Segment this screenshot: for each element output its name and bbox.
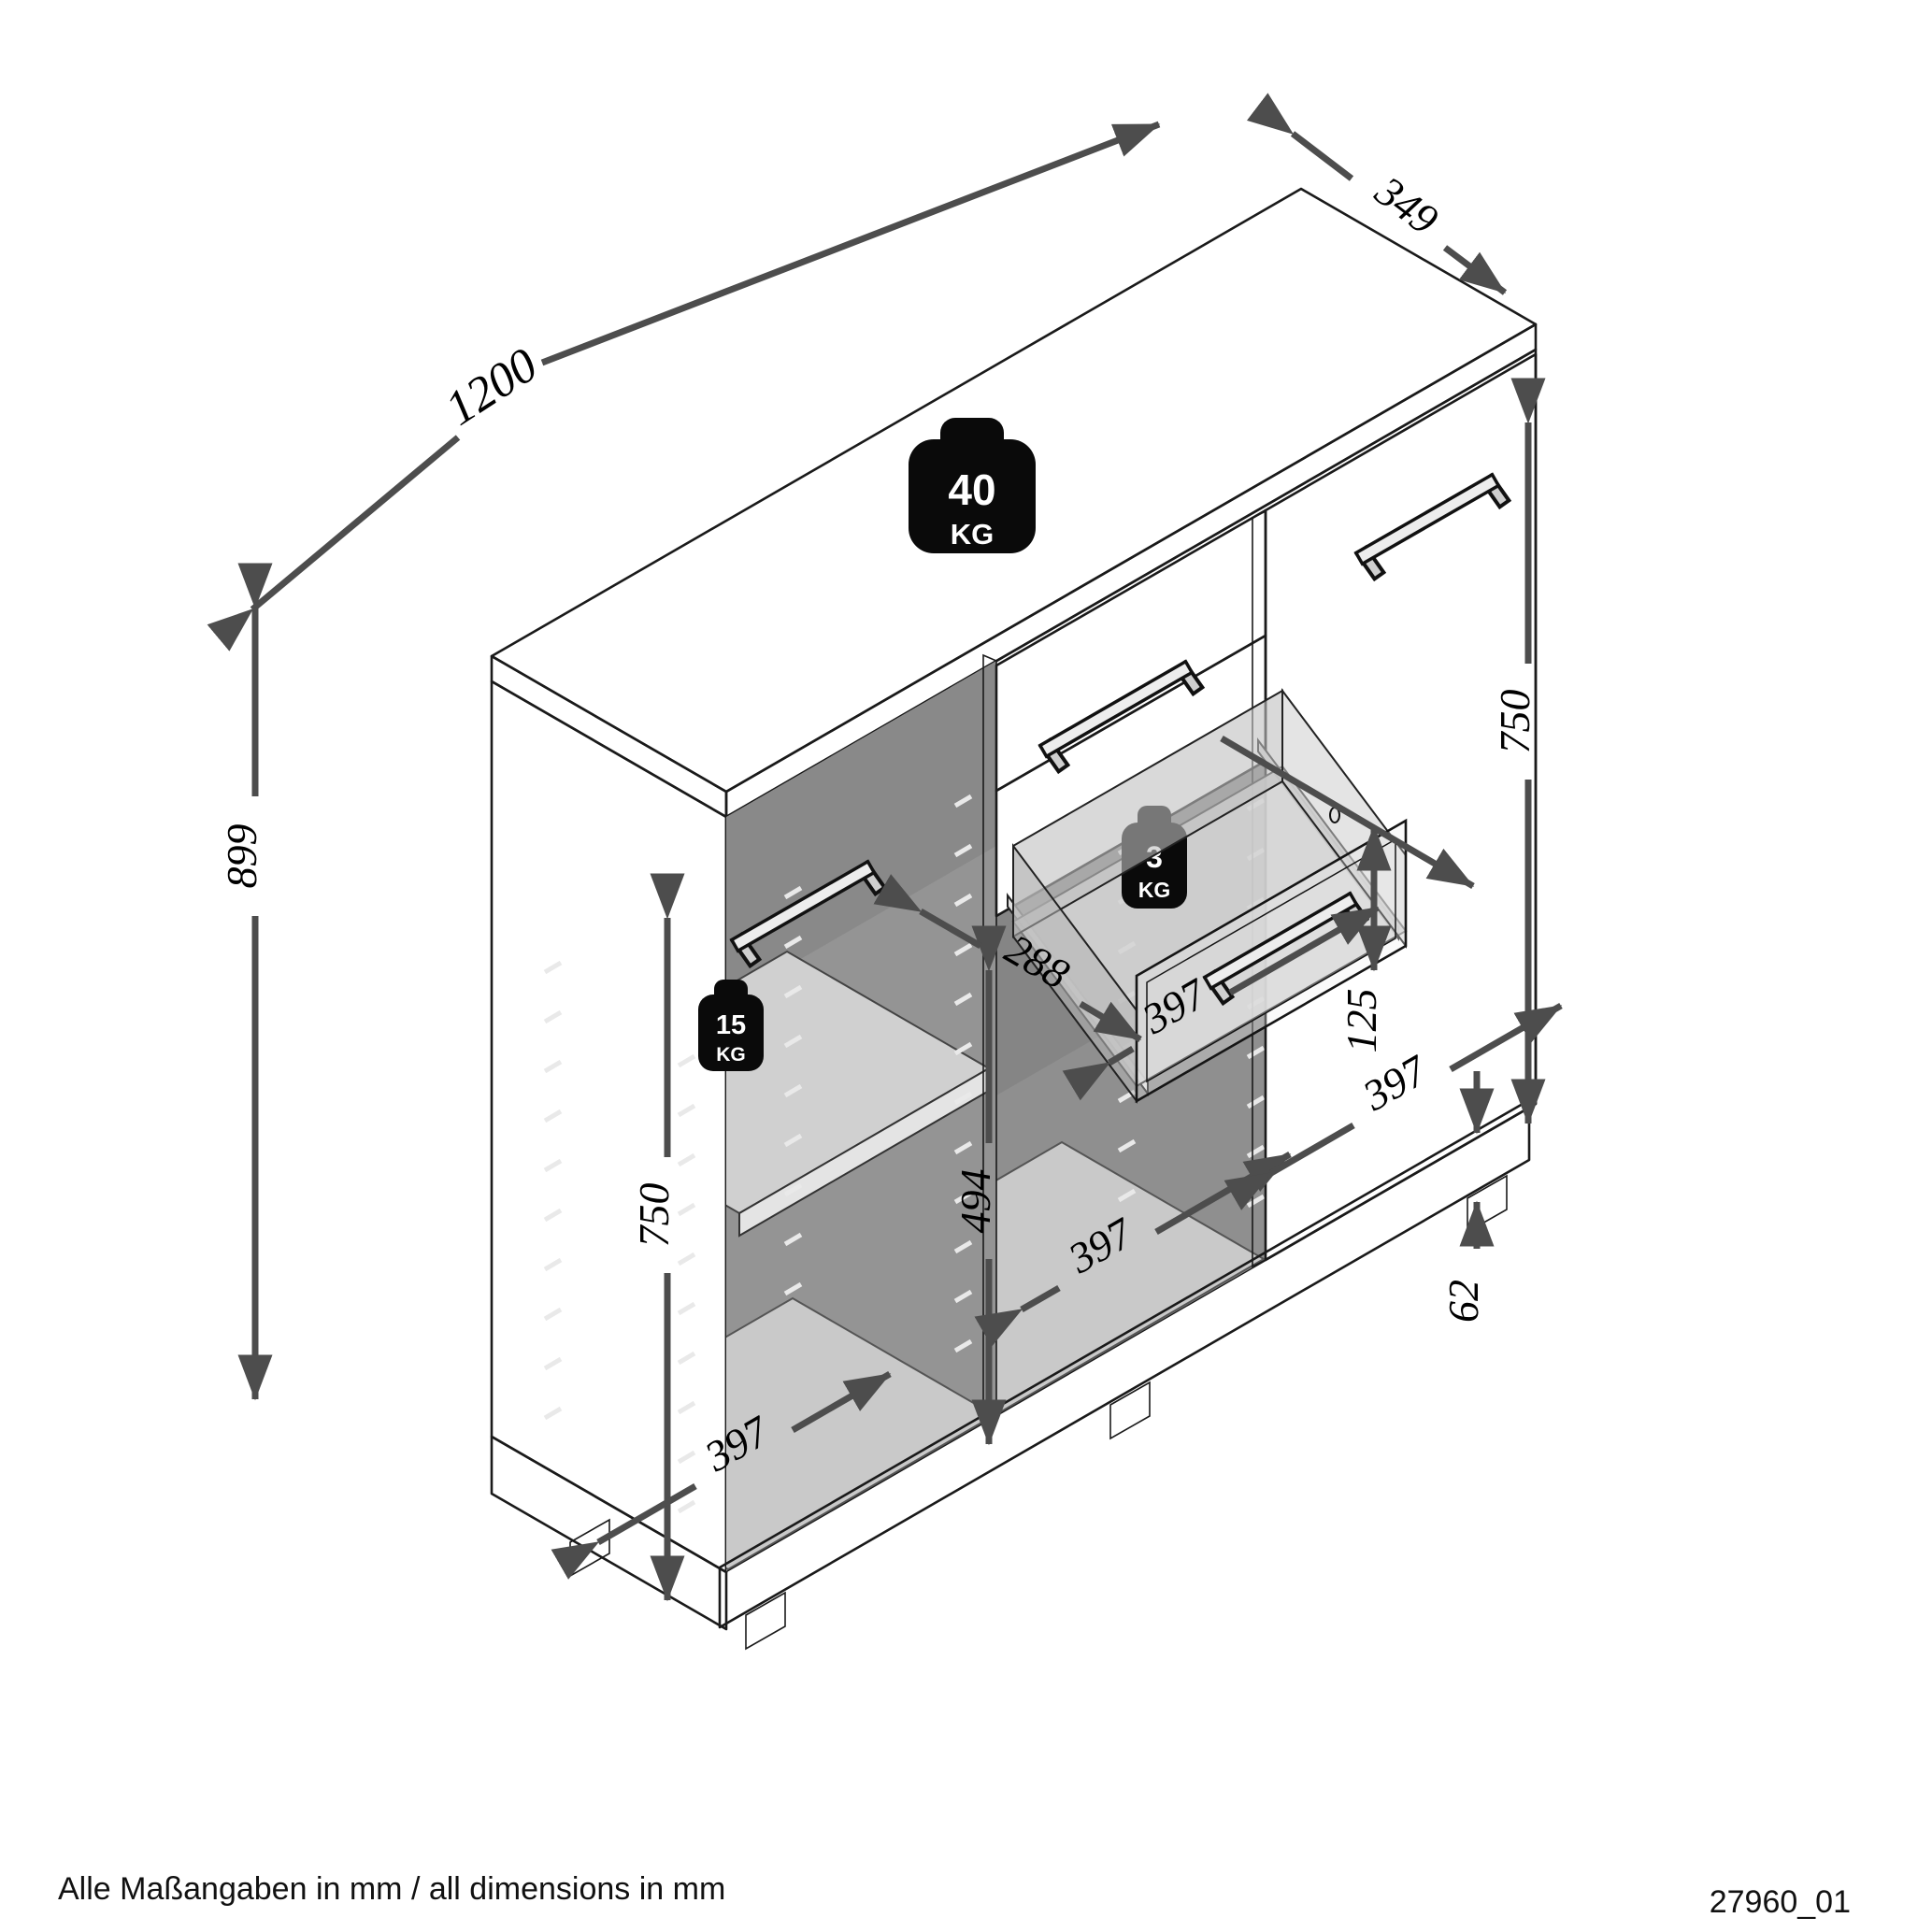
dim-width-label: 1200 [436,338,547,436]
shelf-pin-holes-left-back [783,794,973,1353]
foot [1109,1381,1151,1440]
dim-right-door-height-label: 750 [1491,690,1538,754]
bottom-panel-left [726,1296,996,1571]
foot [745,1591,786,1651]
dim-right-door-height: 750 [1491,378,1546,1125]
foot [569,1518,610,1578]
dim-right-door-width: 397 [1224,1002,1563,1210]
load-unit-shelf: KG [716,1044,746,1066]
handles [729,472,1512,1007]
drawing-number: 27960_01 [1710,1884,1851,1920]
left-compartment [726,661,996,1571]
load-value-top: 40 [948,465,995,514]
right-door-handle [1353,472,1512,582]
drawer-front-panel-inner-edge [1146,837,1396,1083]
dim-depth: 349 [1246,93,1508,295]
dim-open-compartment-height-label: 494 [952,1169,999,1234]
dim-left-door-height: 750 [630,873,685,1602]
shelf-pin-holes-side [543,960,696,1514]
top-panel-front-band [724,322,1538,819]
closed-drawer-handle [1038,659,1206,775]
left-side-plinth-band [490,1435,728,1631]
load-value-shelf: 15 [716,1010,746,1040]
dim-plinth-height-label: 62 [1439,1280,1487,1323]
left-door-handle [729,859,888,969]
plinth-front [718,1098,1531,1629]
left-side-panel [490,680,728,1574]
open-drawer-handle [1202,891,1370,1007]
dim-drawer-front-height-label: 125 [1338,989,1385,1053]
top-panel-left-band [490,654,728,819]
load-badge-shelf: 15 KG [698,980,764,1071]
dim-open-compartment-height: 494 [952,925,1007,1446]
drawer-pullout-arrow [1220,735,1475,890]
load-unit-top: KG [951,518,995,551]
load-unit-drawer: KG [1138,878,1171,902]
dim-left-door-height-label: 750 [630,1183,678,1248]
dim-right-door-width-label: 397 [1354,1045,1437,1120]
dim-height-label: 899 [218,824,265,889]
bottom-panel-center [996,1140,1266,1415]
dim-drawer-front-height: 125 [1338,824,1392,1053]
dimensions-note: Alle Maßangaben in mm / all dimensions i… [58,1871,725,1907]
dim-plinth-height: 62 [1439,1071,1495,1323]
drawer-front-panel [1135,818,1408,1104]
dim-height: 899 [218,563,273,1401]
load-badge-top: 40 KG [909,418,1036,553]
